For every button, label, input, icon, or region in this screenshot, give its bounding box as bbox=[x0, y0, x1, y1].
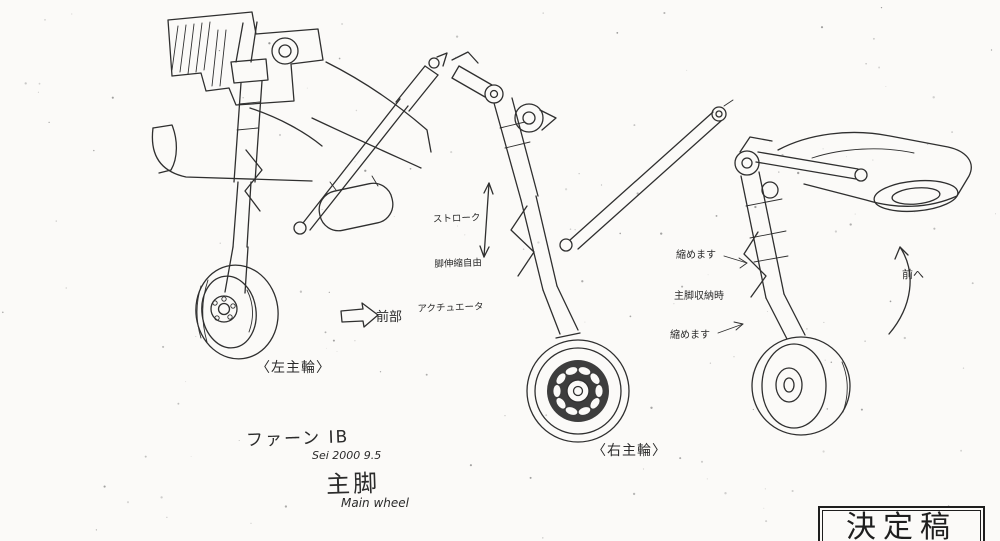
right-wheel-caption: 〈右主輪〉 bbox=[592, 443, 667, 459]
center-main-gear-drawing bbox=[451, 51, 734, 443]
artist-signature: Sei 2000 9.5 bbox=[312, 449, 382, 462]
approval-stamp-inner-border: 決定稿 bbox=[822, 510, 981, 541]
forward-arrow-label: 前へ bbox=[902, 268, 924, 281]
stroke-actuator-note: ストローク 脚伸縮自由 アクチュエータ bbox=[389, 182, 485, 347]
retract-note-bottom: 縮めます bbox=[670, 330, 710, 341]
retract-note-top: 縮めます bbox=[676, 250, 716, 261]
front-arrow-label: 前部 bbox=[376, 310, 403, 325]
stroke-note-line2: 脚伸縮自由 bbox=[434, 257, 483, 270]
model-name: ファーン IB bbox=[245, 427, 350, 451]
left-main-gear-drawing bbox=[151, 11, 448, 360]
scan-noise-speckles bbox=[1, 6, 996, 539]
stowed-note: 主脚収納時 bbox=[674, 291, 724, 302]
approval-stamp-box: 決定稿 bbox=[818, 506, 985, 541]
left-wheel-caption: 〈左主輪〉 bbox=[256, 360, 331, 376]
part-name-english: Main wheel bbox=[341, 496, 409, 510]
front-direction-arrow bbox=[340, 302, 379, 328]
right-main-gear-drawing bbox=[717, 131, 972, 436]
approval-stamp-label: 決定稿 bbox=[846, 510, 957, 541]
stroke-note-line3: アクチュエータ bbox=[417, 301, 484, 315]
stroke-note-line1: ストローク bbox=[432, 212, 481, 226]
part-name: 主脚 bbox=[325, 469, 381, 499]
